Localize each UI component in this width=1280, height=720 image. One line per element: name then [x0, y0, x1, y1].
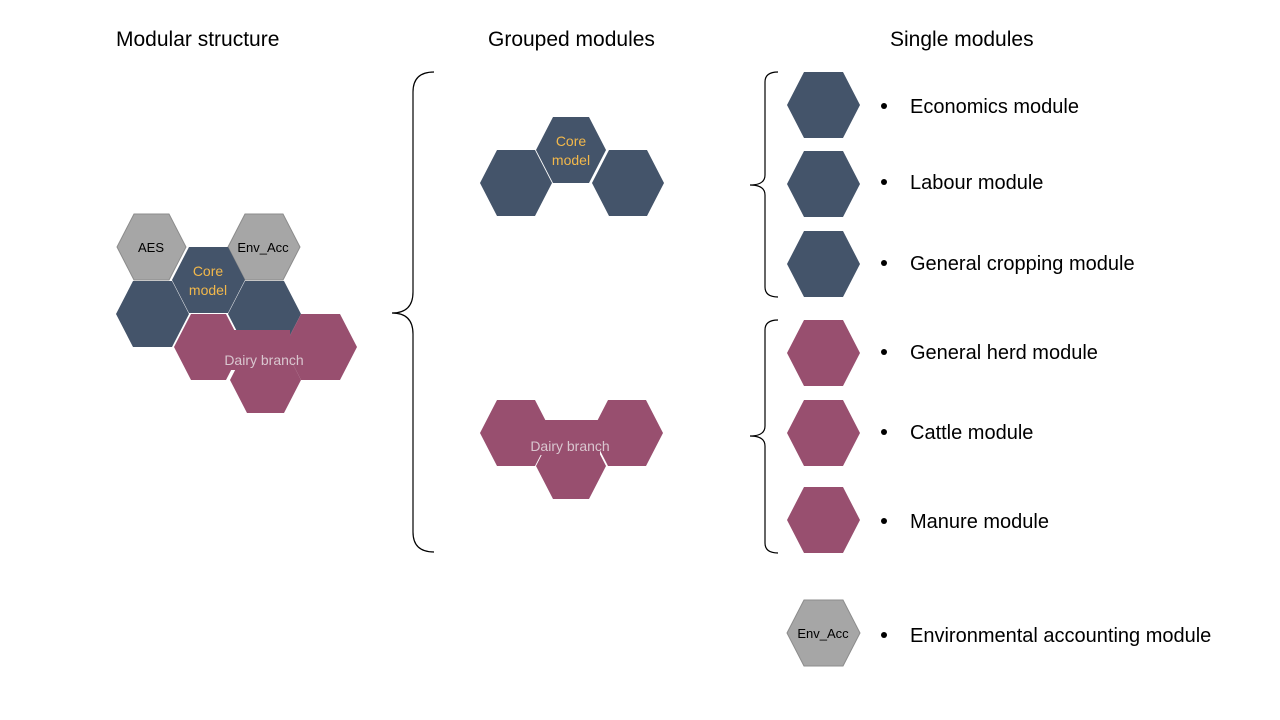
labour-hex — [787, 151, 860, 217]
env-acc-single-hex — [786, 599, 861, 667]
aes-hex — [116, 213, 187, 281]
general-cropping-hex — [787, 231, 860, 297]
economics-hex — [787, 72, 860, 138]
heading-modular-structure: Modular structure — [116, 28, 279, 51]
dairy-branch-label: Dairy branch — [224, 352, 303, 368]
environmental-accounting-module-text: Environmental accounting module — [910, 625, 1211, 647]
labour-module-text: Labour module — [910, 172, 1043, 194]
manure-hex — [787, 487, 860, 553]
core-hex-left — [116, 281, 189, 347]
grouped-dairy-hex-fill — [540, 420, 600, 455]
dairy-hex-fill — [225, 330, 290, 370]
cattle-hex — [787, 400, 860, 466]
core-model-label-line2: model — [189, 282, 227, 298]
small-brace-dairy — [749, 319, 779, 554]
grouped-core-label-line2: model — [552, 152, 590, 168]
cattle-module-text: Cattle module — [910, 422, 1033, 444]
core-hex-center — [172, 247, 245, 313]
env-acc-label: Env_Acc — [237, 240, 289, 255]
small-brace-core — [749, 71, 779, 298]
bullet-icon — [881, 349, 887, 355]
bullet-icon — [881, 260, 887, 266]
bullet-icon — [881, 429, 887, 435]
grouped-core-label-line1: Core — [556, 133, 587, 149]
single-modules-list: Economics module Labour module General c… — [881, 96, 1211, 647]
grouped-core-hex-right — [592, 150, 664, 216]
heading-grouped-modules: Grouped modules — [488, 28, 655, 51]
grouped-dairy-label: Dairy branch — [530, 438, 609, 454]
modular-structure-cluster: AES Env_Acc Core model Dairy branch — [116, 213, 357, 413]
economics-module-text: Economics module — [910, 96, 1079, 118]
bullet-icon — [881, 518, 887, 524]
heading-single-modules: Single modules — [890, 28, 1034, 51]
bullet-icon — [881, 179, 887, 185]
bullet-icon — [881, 632, 887, 638]
grouped-dairy-hex-right — [591, 400, 663, 466]
general-herd-module-text: General herd module — [910, 342, 1098, 364]
dairy-hex-right — [284, 314, 357, 380]
single-modules-hexes: Env_Acc — [786, 72, 861, 667]
bullet-icon — [881, 103, 887, 109]
grouped-core-cluster: Core model — [480, 117, 664, 216]
manure-module-text: Manure module — [910, 511, 1049, 533]
grouped-core-hex-left — [480, 150, 552, 216]
aes-label: AES — [138, 240, 164, 255]
large-brace — [391, 71, 435, 553]
grouped-core-hex-top — [536, 117, 606, 183]
general-cropping-module-text: General cropping module — [910, 253, 1135, 275]
general-herd-hex — [787, 320, 860, 386]
grouped-dairy-cluster: Dairy branch — [480, 400, 663, 499]
grouped-dairy-hex-left — [480, 400, 552, 466]
core-model-label-line1: Core — [193, 263, 224, 279]
env-acc-single-label: Env_Acc — [797, 626, 849, 641]
